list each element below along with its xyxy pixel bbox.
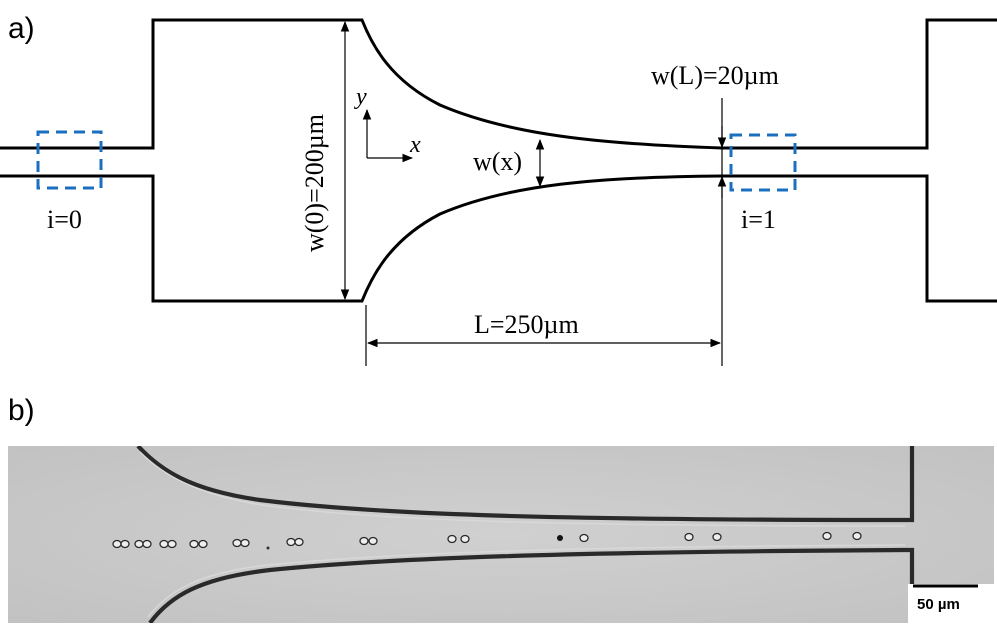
micrograph-upper-wall bbox=[136, 446, 915, 523]
cell bbox=[134, 539, 144, 549]
end-width-label: w(L)=20µm bbox=[651, 61, 779, 90]
outlet-label: i=1 bbox=[741, 205, 776, 234]
cell bbox=[294, 537, 304, 547]
cell bbox=[712, 532, 722, 542]
micrograph-image: 50 µm bbox=[8, 446, 994, 623]
inlet-section-box bbox=[36, 130, 103, 190]
debris-particle bbox=[266, 546, 270, 550]
panel-a-label: a) bbox=[8, 12, 35, 45]
scale-bar-label: 50 µm bbox=[917, 596, 960, 613]
cell bbox=[684, 532, 694, 542]
micrograph-background bbox=[8, 446, 994, 623]
debris-particle bbox=[557, 535, 563, 541]
cell bbox=[359, 536, 369, 546]
cell bbox=[232, 538, 242, 548]
channel-upper-wall bbox=[0, 18, 997, 150]
panel-b: b) bbox=[8, 394, 994, 623]
cell bbox=[142, 539, 152, 549]
y-axis-label: y bbox=[354, 84, 367, 110]
panel-b-label: b) bbox=[8, 394, 35, 427]
cell bbox=[286, 537, 296, 547]
cell bbox=[447, 534, 457, 544]
outlet-section-box bbox=[729, 133, 797, 192]
cell bbox=[579, 533, 589, 543]
cell bbox=[852, 531, 862, 541]
axes-indicator: y x bbox=[354, 84, 421, 163]
cell bbox=[822, 531, 832, 541]
micrograph-lower-wall bbox=[148, 547, 915, 623]
cell bbox=[368, 536, 378, 546]
x-axis-label: x bbox=[409, 132, 421, 158]
cell bbox=[159, 539, 169, 549]
cell bbox=[240, 538, 250, 548]
channel-lower-wall bbox=[0, 174, 997, 303]
cell bbox=[198, 539, 208, 549]
scale-bar-background bbox=[908, 584, 994, 623]
cell bbox=[120, 539, 130, 549]
panel-a: a) i=0 i=1 w(0)=200µm y x w(x) w(L)=20µm bbox=[0, 12, 997, 366]
channel-outline bbox=[0, 18, 997, 303]
cell bbox=[189, 539, 199, 549]
start-width-label: w(0)=200µm bbox=[300, 114, 329, 252]
cell bbox=[112, 539, 122, 549]
cell bbox=[167, 539, 177, 549]
cells bbox=[112, 531, 862, 549]
length-label: L=250µm bbox=[474, 310, 579, 339]
inlet-label: i=0 bbox=[47, 205, 82, 234]
cell bbox=[460, 534, 470, 544]
local-width-label: w(x) bbox=[473, 147, 522, 176]
